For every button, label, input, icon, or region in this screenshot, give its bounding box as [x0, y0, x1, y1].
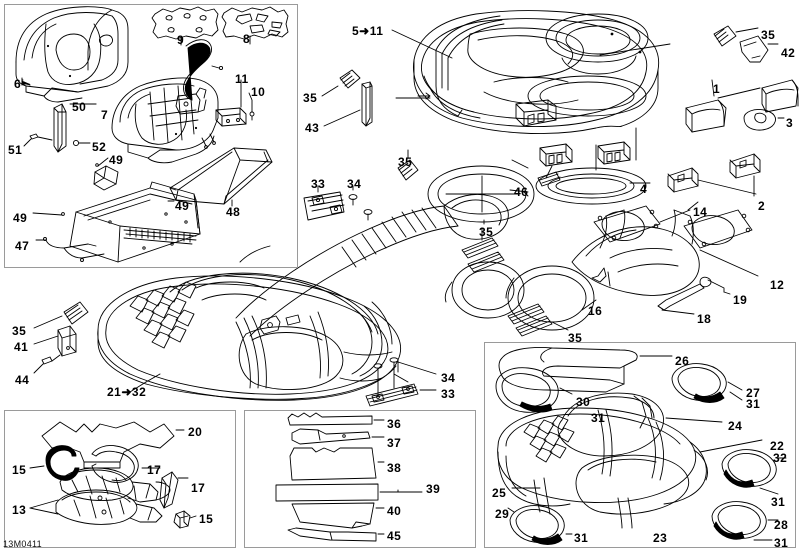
callout-17: 17 [147, 463, 162, 477]
callout-34: 34 [441, 371, 456, 385]
callout-39: 39 [426, 482, 441, 496]
callout-16: 16 [588, 304, 603, 318]
callout-47: 47 [15, 239, 30, 253]
callout-23: 23 [653, 531, 668, 545]
callout-35: 35 [398, 155, 413, 169]
callout-38: 38 [387, 461, 402, 475]
diagram-caption: 13M0411 [3, 539, 42, 549]
panel-bottom-center [244, 410, 476, 548]
group-bottom-center-panel [275, 412, 423, 542]
callout-31: 31 [746, 397, 761, 411]
callout-37: 37 [387, 436, 402, 450]
callout-20: 20 [188, 425, 203, 439]
callout-43: 43 [305, 121, 320, 135]
callout-31: 31 [771, 495, 786, 509]
callout-35: 35 [303, 91, 318, 105]
callout-15: 15 [12, 463, 27, 477]
callout-50: 50 [72, 100, 87, 114]
group-upper-muffler [303, 10, 671, 221]
callout-31: 31 [591, 411, 606, 425]
callout-2: 2 [758, 199, 766, 213]
callout-11: 11 [235, 72, 249, 86]
callout-30: 30 [576, 395, 591, 409]
callout-48: 48 [226, 205, 241, 219]
callout-15: 15 [199, 512, 214, 526]
callout-36: 36 [387, 417, 402, 431]
callout-41: 41 [14, 340, 29, 354]
callout-45: 45 [387, 529, 402, 543]
group-bottom-right-panel [495, 347, 787, 545]
callout-1: 1 [713, 82, 721, 96]
callout-35: 35 [761, 28, 776, 42]
group-top-left-panel [15, 6, 289, 263]
callout-25: 25 [492, 486, 507, 500]
callout-52: 52 [92, 140, 107, 154]
callout-33: 33 [441, 387, 456, 401]
callout-49: 49 [109, 153, 124, 167]
callout-49: 49 [13, 211, 28, 225]
group-main-muffler [33, 272, 437, 407]
callout-26: 26 [675, 354, 690, 368]
callout-28: 28 [774, 518, 789, 532]
callout-32: 32 [773, 451, 788, 465]
callout-18: 18 [697, 312, 712, 326]
callout-21-to-32: 21➜32 [107, 385, 147, 399]
callout-42: 42 [781, 46, 796, 60]
callout-33: 33 [311, 177, 326, 191]
callout-5-to-11: 5➜11 [352, 24, 384, 38]
callout-22: 22 [770, 439, 785, 453]
callout-44: 44 [15, 373, 30, 387]
callout-13: 13 [12, 503, 27, 517]
callout-4: 4 [640, 182, 648, 196]
group-center-pipes [235, 25, 799, 337]
callout-19: 19 [733, 293, 748, 307]
callout-35: 35 [568, 331, 583, 345]
callout-7: 7 [101, 108, 109, 122]
callout-24: 24 [728, 419, 743, 433]
callout-46: 46 [514, 185, 529, 199]
callout-34: 34 [347, 177, 362, 191]
callout-12: 12 [770, 278, 785, 292]
panel-bottom-right [484, 342, 796, 548]
callout-8: 8 [243, 32, 251, 46]
callout-35: 35 [479, 225, 494, 239]
callout-29: 29 [495, 507, 510, 521]
group-bottom-left-panel [29, 421, 197, 529]
callout-35: 35 [12, 324, 27, 338]
callout-3: 3 [786, 116, 794, 130]
callout-51: 51 [8, 143, 23, 157]
panel-top-left [4, 4, 298, 268]
panel-bottom-left [4, 410, 236, 548]
callout-31: 31 [774, 536, 789, 550]
callout-27: 27 [746, 386, 761, 400]
callout-17: 17 [191, 481, 206, 495]
callout-31: 31 [574, 531, 589, 545]
callout-40: 40 [387, 504, 402, 518]
callout-10: 10 [251, 85, 266, 99]
callout-14: 14 [693, 205, 708, 219]
callout-9: 9 [177, 33, 185, 47]
callout-49: 49 [175, 199, 190, 213]
callout-6: 6 [14, 77, 22, 91]
